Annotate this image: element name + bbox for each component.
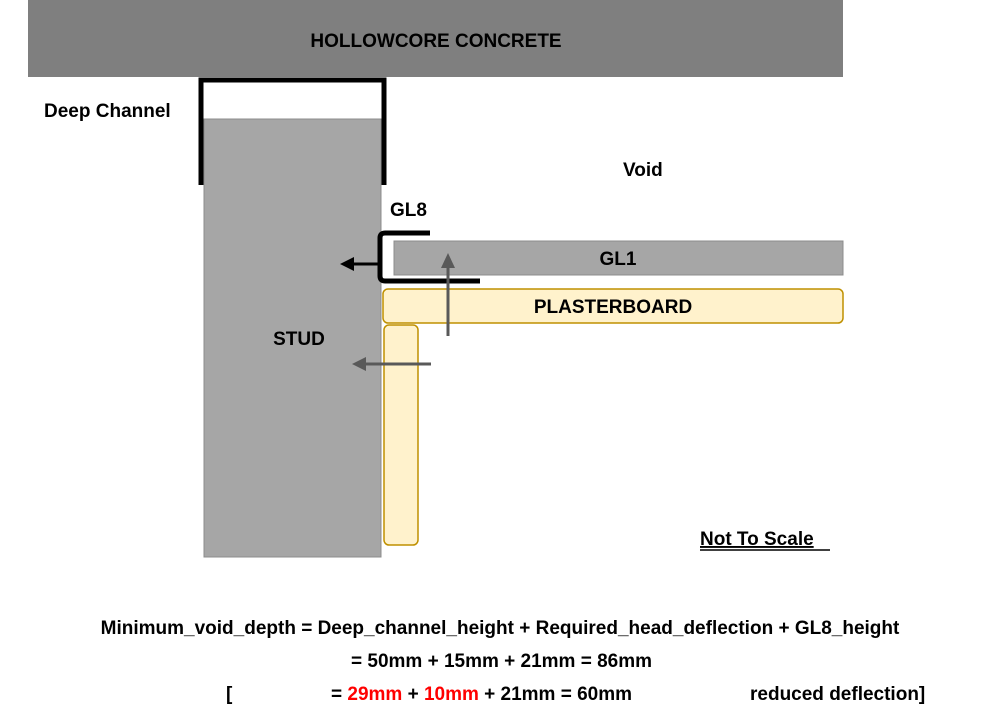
gl1-label: GL1 [600, 249, 637, 270]
formula-channel-value: 29mm [347, 684, 402, 705]
void-label: Void [623, 160, 663, 181]
deep-channel-label: Deep Channel [44, 101, 171, 122]
formula-line-2: = 50mm + 15mm + 21mm = 86mm [351, 651, 652, 672]
formula-plus: + [402, 684, 424, 705]
formula-line-3-rest: + 21mm = 60mm [479, 684, 632, 705]
gl8-label: GL8 [390, 200, 427, 221]
formula-deflection-value: 10mm [424, 684, 479, 705]
formula-line-3-bracket: [ [226, 684, 233, 705]
plasterboard-wall [383, 324, 419, 546]
plasterboard-ceiling [382, 288, 844, 324]
not-to-scale-note: Not To Scale [700, 529, 814, 550]
arrow-wall-left [352, 357, 431, 371]
gl1-section [393, 240, 844, 276]
formula-line-1: Minimum_void_depth = Deep_channel_height… [101, 618, 900, 639]
hollowcore-concrete-slab [28, 0, 843, 77]
arrow-up-plasterboard [441, 253, 455, 336]
formula-line-3-eq: = [331, 684, 347, 705]
formula-line-3: = 29mm + 10mm + 21mm = 60mm [331, 684, 632, 705]
arrow-gl8-left [340, 257, 380, 271]
stud [203, 118, 382, 558]
concrete-label: HOLLOWCORE CONCRETE [310, 31, 561, 52]
plasterboard-label: PLASTERBOARD [534, 297, 692, 318]
gl8-clip [377, 230, 480, 284]
stud-label: STUD [273, 329, 325, 350]
formula-line-3-note: reduced deflection] [750, 684, 925, 705]
deep-channel [198, 77, 387, 185]
